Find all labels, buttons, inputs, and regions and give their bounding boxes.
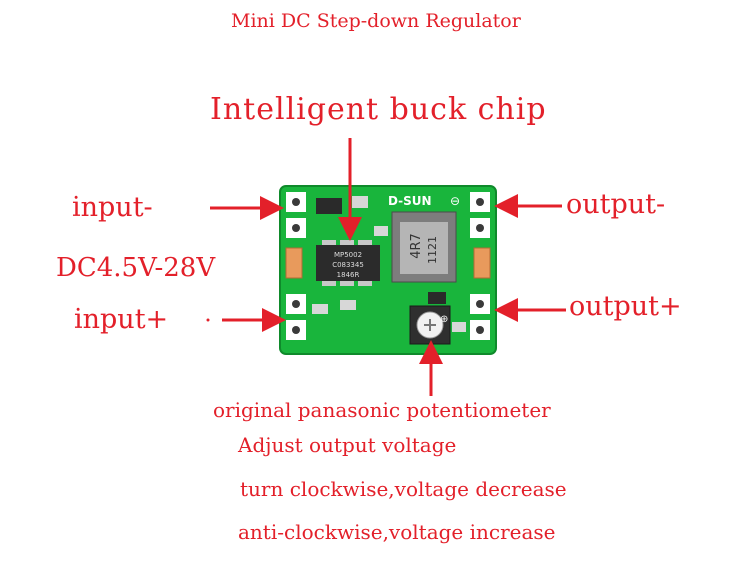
- chip-label: Intelligent buck chip: [210, 92, 547, 127]
- chip-marking-1: MP5002: [334, 251, 362, 259]
- small-resistor-3: [340, 300, 356, 310]
- buck-chip: MP5002 C083345 1846R: [316, 240, 380, 286]
- pcb-board: MP5002 C083345 1846R D-SUN ⊖ 4R7 1121 ⊕: [279, 185, 497, 355]
- output-minus-label: output-: [566, 189, 666, 220]
- stray-dot: [206, 318, 210, 322]
- note-clockwise: turn clockwise,voltage decrease: [240, 477, 567, 501]
- inductor: 4R7 1121: [391, 211, 457, 283]
- note-anticlockwise: anti-clockwise,voltage increase: [238, 520, 556, 544]
- board-brand: D-SUN: [388, 194, 432, 208]
- right-terminal-pads: [470, 192, 490, 340]
- inductor-marking-2: 1121: [426, 236, 439, 264]
- input-plus-label: input+: [74, 304, 169, 335]
- output-plus-label: output+: [569, 291, 682, 322]
- chip-marking-3: 1846R: [337, 271, 360, 279]
- small-capacitor: [428, 292, 446, 304]
- left-capacitor: [285, 247, 303, 279]
- small-resistor: [374, 226, 388, 236]
- note-adjust: Adjust output voltage: [238, 433, 457, 457]
- top-diode: [316, 198, 342, 214]
- potentiometer-label: original panasonic potentiometer: [213, 398, 551, 422]
- board-minus-symbol: ⊖: [450, 194, 460, 208]
- board-plus-symbol: ⊕: [440, 314, 448, 325]
- chip-marking-2: C083345: [332, 261, 364, 269]
- small-resistor-2: [452, 322, 466, 332]
- right-capacitor: [473, 247, 491, 279]
- top-resistor: [352, 196, 368, 208]
- input-minus-label: input-: [72, 192, 153, 223]
- input-voltage-range-label: DC4.5V-28V: [56, 253, 216, 283]
- diagram-title: Mini DC Step-down Regulator: [231, 10, 521, 32]
- left-terminal-pads: [286, 192, 306, 340]
- inductor-marking-1: 4R7: [409, 233, 424, 259]
- potentiometer: [409, 305, 451, 345]
- small-resistor-4: [312, 304, 328, 314]
